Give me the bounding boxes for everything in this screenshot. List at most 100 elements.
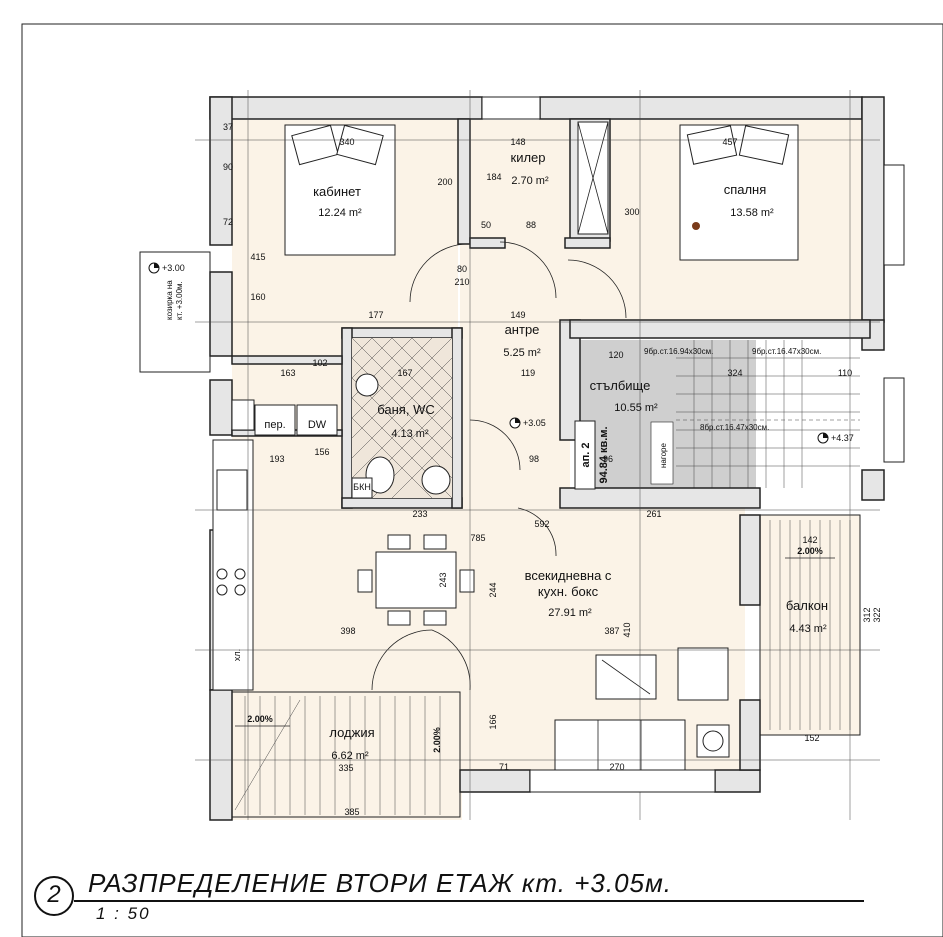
balcony-slope: 2.00%: [797, 546, 823, 556]
dim-72: 72: [223, 217, 233, 227]
dim-166: 166: [488, 714, 498, 729]
room-lodzhiya-area: 6.62 m²: [331, 750, 369, 762]
dim-152: 152: [804, 733, 819, 743]
sheet-number: 2: [34, 876, 74, 916]
window-stair: [883, 377, 905, 463]
canopy-label-1: козирка на: [165, 280, 174, 320]
room-dnevna-name-2: кухн. бокс: [538, 584, 599, 599]
level-canopy-text: +3.00: [162, 263, 185, 273]
washer-label: пер.: [264, 419, 285, 431]
level-main-text: +3.05: [523, 418, 546, 428]
dim-210: 210: [454, 277, 469, 287]
level-marker-canopy: +3.00: [148, 262, 185, 274]
dim-410: 410: [622, 622, 632, 637]
dishwasher-label: DW: [308, 419, 327, 431]
dim-149: 149: [510, 310, 525, 320]
apartment-number: ап. 2: [580, 443, 592, 468]
dim-270: 270: [609, 762, 624, 772]
furniture: [212, 121, 799, 771]
dim-387: 387: [604, 626, 619, 636]
dim-184: 184: [486, 172, 501, 182]
room-antre-name: антре: [505, 322, 540, 337]
sheet-border: [21, 23, 943, 937]
dim-457: 457: [722, 137, 737, 147]
dim-200: 200: [437, 177, 452, 187]
room-kabinet-area: 12.24 m²: [318, 207, 362, 219]
level-marker-main: +3.05: [509, 417, 546, 429]
dim-335: 335: [338, 763, 353, 773]
window-spalnya: [883, 164, 905, 266]
room-antre-area: 5.25 m²: [503, 347, 541, 359]
room-spalnya-name: спалня: [724, 182, 767, 197]
room-kabinet-name: кабинет: [313, 184, 361, 199]
drawing-scale: 1 : 50: [96, 904, 151, 923]
dimension-lines: [195, 90, 880, 820]
dim-322: 322: [872, 607, 882, 622]
dim-785: 785: [470, 533, 485, 543]
dim-243: 243: [438, 572, 448, 587]
level-stair-text: +4.37: [831, 433, 854, 443]
room-kiler-area: 2.70 m²: [511, 175, 549, 187]
dim-177: 177: [368, 310, 383, 320]
dim-98: 98: [529, 454, 539, 464]
window-kiler: [481, 96, 541, 120]
stair-note-left: 9бр.ст.16.94x30см.: [644, 347, 713, 356]
dim-385: 385: [344, 807, 359, 817]
dim-193: 193: [269, 454, 284, 464]
level-marker-stair: +4.37: [817, 432, 854, 444]
apartment-tag: ап. 2 94.84 кв.м.: [574, 420, 610, 490]
room-balkon-area: 4.43 m²: [789, 623, 827, 635]
stair-up-label: нагоре: [659, 442, 668, 468]
dim-163: 163: [280, 368, 295, 378]
dim-71: 71: [499, 762, 509, 772]
boiler-label: БКН: [353, 482, 371, 492]
dim-110: 110: [838, 368, 852, 378]
title-rule: [74, 900, 864, 902]
dim-324: 324: [727, 368, 742, 378]
bathroom-tiles: [351, 337, 453, 499]
balcony-deck: [759, 514, 861, 736]
dim-415: 415: [250, 252, 265, 262]
room-stalbishte-name: стълбище: [590, 378, 651, 393]
dim-119: 119: [521, 368, 535, 378]
room-stalbishte-area: 10.55 m²: [614, 402, 658, 414]
room-banya-name: баня, WC: [377, 402, 434, 417]
dim-90: 90: [223, 162, 233, 172]
dim-120: 120: [608, 350, 623, 360]
dim-312: 312: [862, 607, 872, 622]
loggia-deck: [231, 691, 461, 818]
dim-156: 156: [314, 447, 329, 457]
dim-37: 37: [223, 122, 233, 132]
dim-80: 80: [457, 264, 467, 274]
dim-160: 160: [250, 292, 265, 302]
dim-592: 592: [534, 519, 549, 529]
room-dnevna-name-1: всекидневна с: [525, 568, 612, 583]
room-lodzhiya-name: лоджия: [329, 725, 374, 740]
dim-148: 148: [510, 137, 525, 147]
canopy-label-2: кт. +3.00м.: [175, 281, 184, 320]
dim-102: 102: [312, 358, 327, 368]
window-dnevna: [529, 769, 716, 793]
dim-88: 88: [526, 220, 536, 230]
dim-167: 167: [397, 368, 412, 378]
dim-50: 50: [481, 220, 491, 230]
room-kiler-name: килер: [511, 150, 546, 165]
stair-area: [570, 320, 870, 490]
dim-142: 142: [802, 535, 817, 545]
drawing-title: РАЗПРЕДЕЛЕНИЕ ВТОРИ ЕТАЖ кт. +3.05м.: [88, 868, 673, 898]
dim-261: 261: [646, 509, 661, 519]
dim-340: 340: [339, 137, 354, 147]
fridge-label: хл.: [232, 649, 242, 661]
room-dnevna-area: 27.91 m²: [548, 607, 592, 619]
room-banya-area: 4.13 m²: [391, 428, 429, 440]
dim-300: 300: [624, 207, 639, 217]
dim-96: 96: [603, 454, 613, 464]
loggia-side-slope: 2.00%: [432, 727, 442, 753]
apartment-area: 94.84 кв.м.: [598, 426, 610, 483]
dim-233: 233: [412, 509, 427, 519]
dim-244: 244: [488, 582, 498, 597]
dim-398: 398: [340, 626, 355, 636]
stair-note-right: 9бр.ст.16.47x30см.: [752, 347, 821, 356]
loggia-slope: 2.00%: [247, 714, 273, 724]
